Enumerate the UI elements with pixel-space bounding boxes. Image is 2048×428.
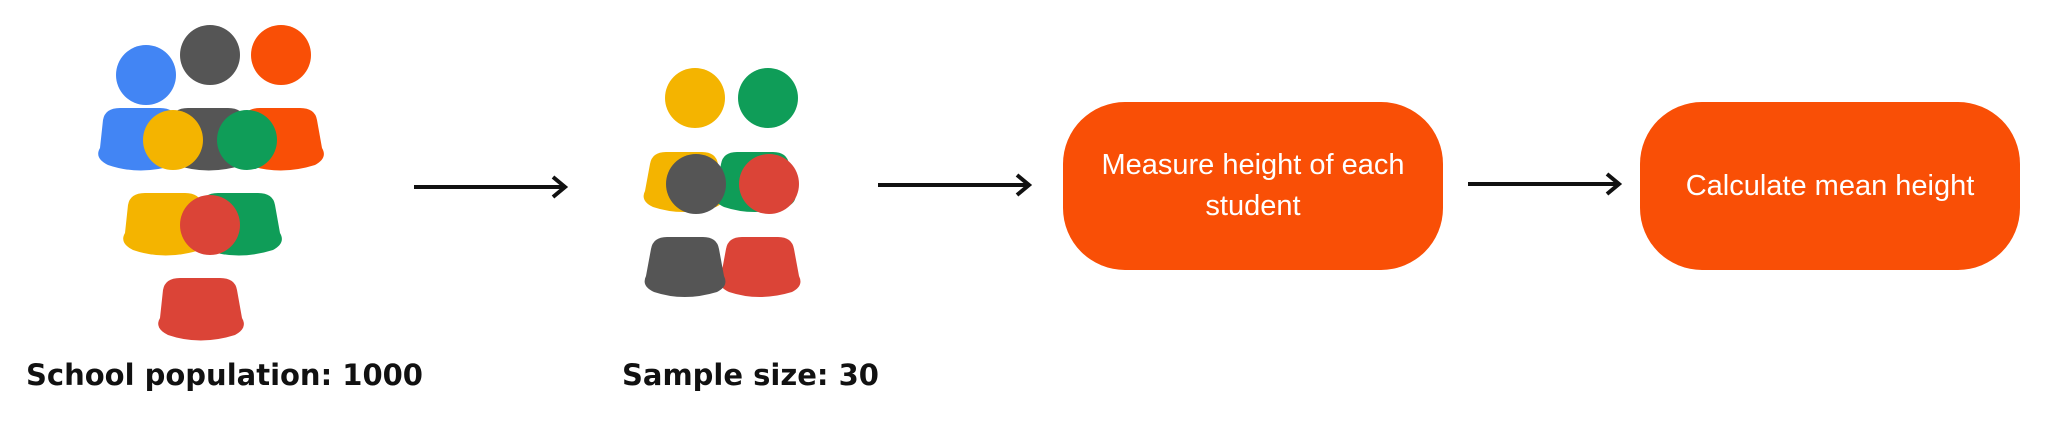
sample-people-icon [643, 68, 801, 297]
step-measure-height-label: Measure height of each student [1101, 149, 1405, 222]
arrow-right-icon [1468, 172, 1623, 196]
arrow-right-icon [414, 175, 569, 199]
step-calculate-mean-label: Calculate mean height [1685, 169, 1975, 202]
person-icon-gray [644, 154, 726, 297]
sample-caption: Sample size: 30 [622, 358, 879, 392]
person-icon-red [158, 195, 244, 341]
population-caption: School population: 1000 [26, 358, 423, 392]
step-calculate-mean-box: Calculate mean height [1640, 102, 2020, 270]
population-people-icon [98, 25, 324, 341]
step-measure-height-box: Measure height of each student [1063, 102, 1443, 270]
arrow-right-icon [878, 173, 1033, 197]
person-icon-red [719, 154, 801, 297]
